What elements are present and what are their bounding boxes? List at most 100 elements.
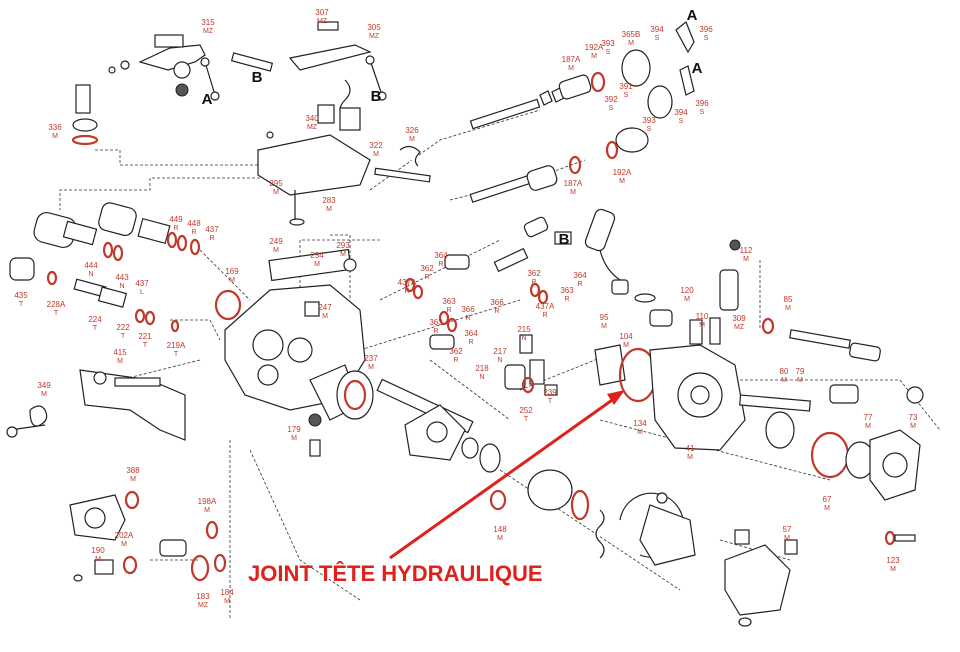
part-number: 307	[315, 8, 329, 17]
part-code: R	[564, 296, 569, 303]
part-code: T	[143, 342, 148, 349]
part-code: M	[865, 423, 871, 430]
part-label: 57M	[783, 525, 792, 542]
part-code: MZ	[369, 33, 380, 40]
part-code: M	[121, 541, 127, 548]
part-number: 179	[287, 425, 301, 434]
part-number: 396	[699, 25, 713, 34]
part-number: 190	[91, 546, 105, 555]
part-code: N	[521, 335, 526, 342]
part-code: R	[433, 328, 438, 335]
part-code: M	[95, 556, 101, 563]
part-number: 187A	[564, 179, 583, 188]
part-number: 80	[780, 367, 789, 376]
part-number: 224	[88, 315, 102, 324]
part-label: 79M	[796, 367, 805, 384]
part-code: S	[679, 118, 684, 125]
part-number: 148	[493, 525, 507, 534]
part-code: S	[624, 92, 629, 99]
part-number: 67	[823, 495, 832, 504]
part-number: 192A	[585, 43, 604, 52]
part-label: 73M	[909, 413, 918, 430]
part-number: 85	[784, 295, 793, 304]
part-number: 315	[201, 18, 215, 27]
part-code: S	[655, 35, 660, 42]
part-label: 41M	[686, 444, 695, 461]
part-number: 192A	[613, 168, 632, 177]
part-number: 95	[600, 313, 609, 322]
part-code: M	[591, 53, 597, 60]
part-code: M	[910, 423, 916, 430]
part-number: 393	[642, 116, 656, 125]
part-number: 364	[434, 251, 448, 260]
part-code: M	[623, 342, 629, 349]
part-label: 80M	[780, 367, 789, 384]
part-code: M	[52, 133, 58, 140]
part-code: T	[174, 351, 179, 358]
part-code: M	[890, 566, 896, 573]
part-number: 249	[269, 237, 283, 246]
part-number: 217	[493, 347, 507, 356]
part-code: S	[647, 126, 652, 133]
part-code: T	[548, 398, 553, 405]
part-code: MZ	[203, 28, 214, 35]
bottom-right-parts	[724, 529, 916, 627]
part-code: M	[409, 136, 415, 143]
solenoid-parts	[9, 202, 242, 333]
part-number: 366	[490, 298, 504, 307]
part-number: 336	[48, 123, 62, 132]
part-number: 218	[475, 364, 489, 373]
part-number: 391	[619, 82, 633, 91]
part-code: R	[446, 307, 451, 314]
part-number: 215	[517, 325, 531, 334]
part-code: T	[54, 310, 59, 317]
part-number: 437	[205, 225, 219, 234]
part-code: M	[497, 535, 503, 542]
part-code: M	[273, 189, 279, 196]
part-code: S	[606, 49, 611, 56]
part-code: T	[121, 333, 126, 340]
part-number: 252	[519, 406, 533, 415]
part-code: T	[524, 416, 529, 423]
part-number: 415	[113, 348, 127, 357]
part-number: 239	[543, 388, 557, 397]
hydraulic-head	[594, 239, 924, 501]
part-code: R	[465, 315, 470, 322]
letter-a-lower: A	[692, 60, 703, 77]
letter-b-center: B	[559, 231, 570, 248]
part-code: T	[93, 325, 98, 332]
part-number: 104	[619, 332, 633, 341]
part-label: 77M	[864, 413, 873, 430]
part-number: 198A	[198, 497, 217, 506]
part-code: M	[619, 178, 625, 185]
part-code: M	[229, 277, 235, 284]
part-code: S	[609, 105, 614, 112]
part-number: 221	[138, 332, 152, 341]
part-number: 184	[220, 588, 234, 597]
part-number: 283	[322, 196, 336, 205]
pump-body	[224, 248, 374, 457]
part-number: 77	[864, 413, 873, 422]
part-number: 309	[732, 314, 746, 323]
part-code: M	[601, 323, 607, 330]
part-number: 79	[796, 367, 805, 376]
